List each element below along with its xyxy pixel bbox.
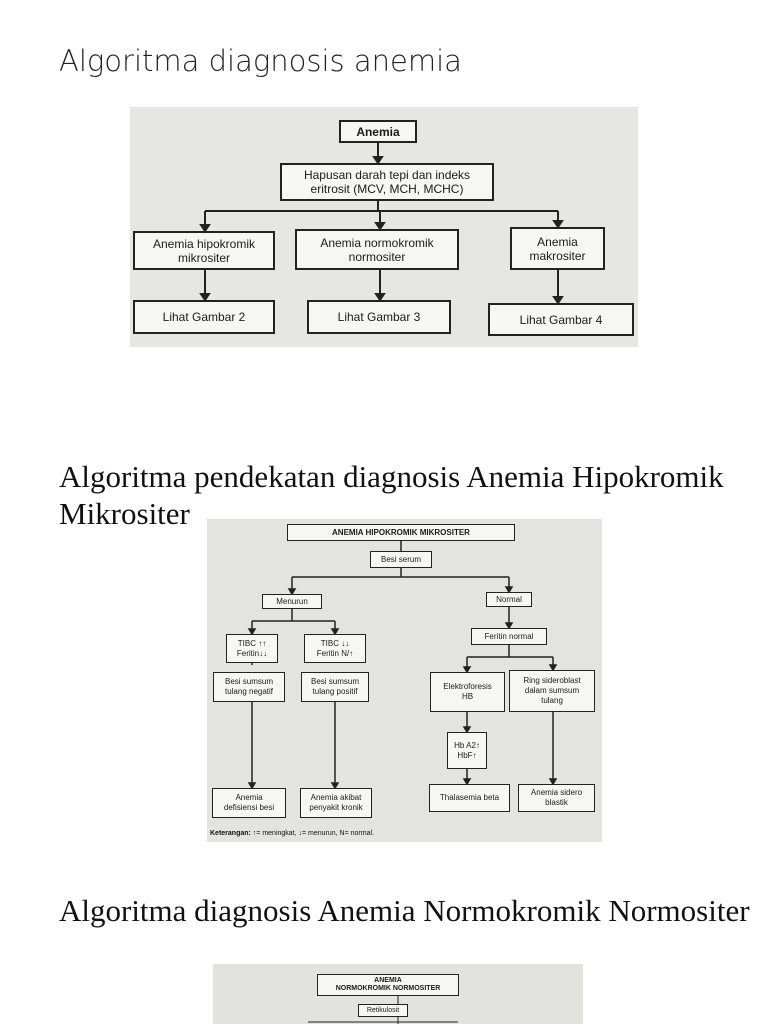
section-title-anemia: Algoritma diagnosis anemia (59, 44, 462, 78)
legend-text: ↑= meningkat, ↓= menurun, N= normal. (250, 830, 374, 837)
legend-label: Keterangan: (210, 830, 251, 837)
node-thalasemia-beta: Thalasemia beta (429, 784, 510, 812)
diagram1-connectors (199, 143, 564, 305)
node-lihat-gambar-2: Lihat Gambar 2 (133, 300, 275, 334)
arrowhead (199, 293, 211, 302)
node-anemia-hipokromik: Anemia hipokromik mikrositer (133, 231, 275, 270)
node-besi-serum: Besi serum (370, 551, 432, 568)
node-ring-sideroblast: Ring sideroblast dalam sumsum tulang (509, 670, 595, 712)
arrowhead (374, 293, 386, 302)
diagram-hipokromik-algorithm: ANEMIA HIPOKROMIK MIKROSITER Besi serum … (207, 519, 602, 842)
node-besi-sumsum-positif: Besi sumsum tulang positif (301, 672, 369, 702)
node-hb-a2: Hb A2↑ HbF↑ (447, 732, 487, 769)
diagram-normokromik-algorithm: ANEMIA NORMOKROMIK NORMOSITER Retikulosi… (213, 964, 583, 1024)
node-tibc-meningkat: TIBC ↑↑ Feritin↓↓ (226, 634, 278, 663)
node-lihat-gambar-4: Lihat Gambar 4 (488, 303, 634, 336)
node-anemia: Anemia (339, 120, 417, 143)
node-feritin-normal: Feritin normal (471, 628, 547, 645)
node-tibc-menurun: TIBC ↓↓ Feritin N/↑ (304, 634, 366, 663)
node-elektroforesis-hb: Elektroforesis HB (430, 672, 505, 712)
node-retikulosit: Retikulosit (358, 1004, 408, 1017)
diagram-anemia-algorithm: Anemia Hapusan darah tepi dan indeks eri… (130, 107, 638, 347)
section-title-hipokromik: Algoritma pendekatan diagnosis Anemia Hi… (59, 459, 724, 531)
node-anemia-normokromik: Anemia normokromik normositer (295, 229, 459, 270)
arrowhead (552, 220, 564, 229)
node-besi-sumsum-negatif: Besi sumsum tulang negatif (213, 672, 285, 702)
node-anemia-hipokromik-mikrositer: ANEMIA HIPOKROMIK MIKROSITER (287, 524, 515, 541)
diagram2-connectors (247, 541, 558, 790)
node-anemia-makrositer: Anemia makrositer (510, 227, 605, 270)
node-menurun: Menurun (262, 594, 322, 609)
arrowhead (552, 296, 564, 305)
node-normal: Normal (486, 592, 532, 607)
section-title-normokromik: Algoritma diagnosis Anemia Normokromik N… (59, 893, 750, 928)
arrowhead (199, 224, 211, 233)
node-lihat-gambar-3: Lihat Gambar 3 (307, 300, 451, 334)
arrowhead (374, 222, 386, 231)
arrowhead (372, 156, 384, 165)
node-anemia-defisiensi-besi: Anemia defisiensi besi (212, 788, 286, 818)
node-anemia-penyakit-kronik: Anemia akibat penyakit kronik (300, 788, 372, 818)
node-anemia-normokromik-normositer: ANEMIA NORMOKROMIK NORMOSITER (317, 974, 459, 996)
diagram-legend: Keterangan: ↑= meningkat, ↓= menurun, N=… (210, 830, 374, 837)
node-anemia-sidero-blastik: Anemia sidero blastik (518, 784, 595, 812)
node-hapusan-darah: Hapusan darah tepi dan indeks eritrosit … (280, 163, 494, 201)
diagram3-connectors (308, 996, 458, 1024)
